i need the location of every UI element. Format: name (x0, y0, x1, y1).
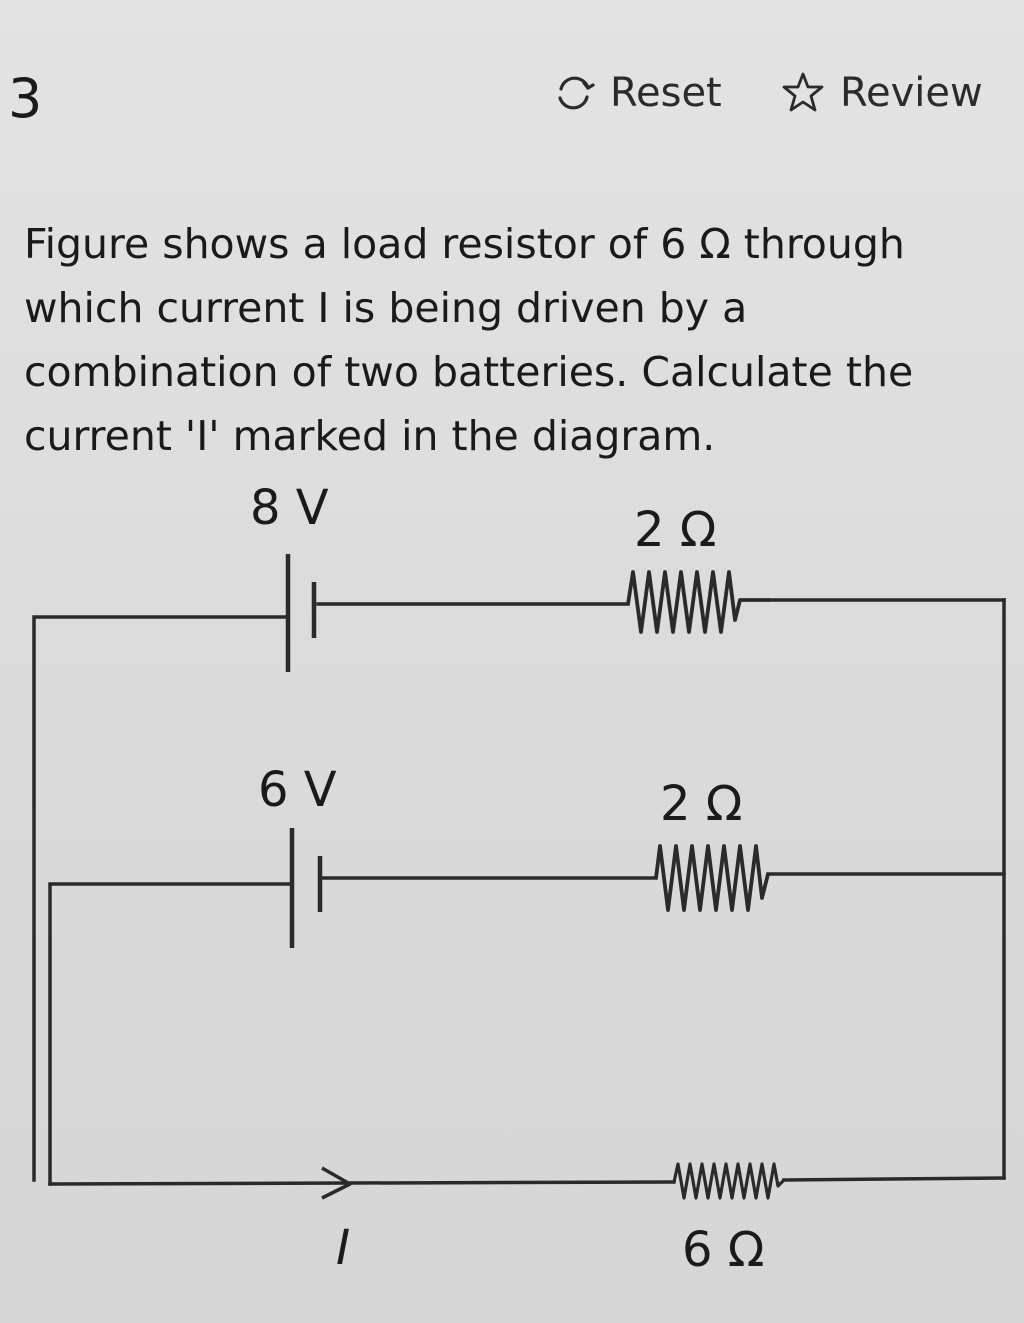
question-number: 3 (8, 67, 43, 130)
star-icon (780, 70, 826, 116)
question-text: Figure shows a load resistor of 6 Ω thro… (24, 212, 1014, 468)
question-line: combination of two batteries. Calculate … (24, 348, 914, 396)
resistor-load-label: 6 Ω (682, 1222, 764, 1278)
battery-middle-label: 6 V (258, 762, 337, 818)
resistor-middle (654, 844, 770, 912)
reset-icon (552, 71, 596, 115)
question-line: current 'I' marked in the diagram. (24, 412, 716, 460)
resistor-load (672, 1162, 786, 1200)
wire-bottom (48, 1180, 676, 1186)
battery-top-label: 8 V (250, 480, 329, 536)
battery-8v (285, 554, 317, 672)
review-label: Review (840, 70, 983, 116)
wire-bottom-right (782, 1176, 1006, 1182)
resistor-top-label: 2 Ω (634, 502, 716, 558)
reset-label: Reset (610, 70, 722, 116)
question-line: Figure shows a load resistor of 6 Ω thro… (24, 220, 905, 268)
question-line: which current I is being driven by a (24, 284, 748, 332)
wire-middle-left (48, 882, 294, 1186)
current-label: I (336, 1220, 350, 1276)
resistor-middle-label: 2 Ω (660, 776, 742, 832)
battery-6v (289, 828, 323, 948)
reset-button[interactable]: Reset (552, 70, 722, 116)
resistor-top (626, 570, 770, 634)
circuit-diagram: 8 V 6 V 2 Ω 2 Ω 6 Ω I (32, 480, 1006, 1278)
current-arrow-icon (321, 1166, 352, 1200)
review-button[interactable]: Review (780, 70, 983, 116)
wire-left-top (32, 615, 290, 1182)
